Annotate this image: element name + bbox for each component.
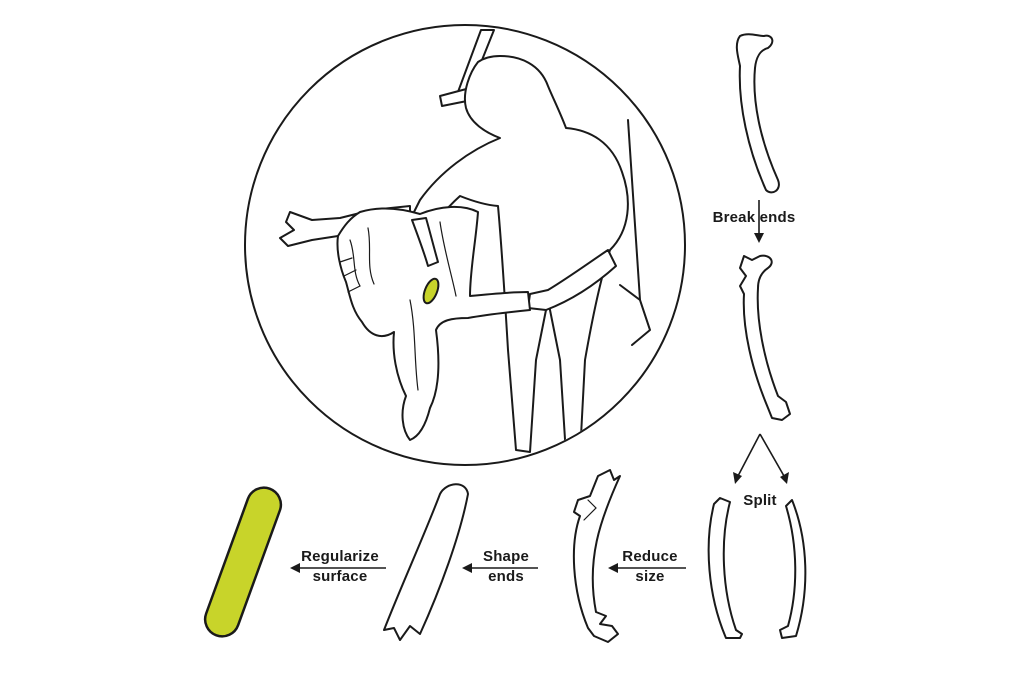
person-arm-left — [411, 217, 439, 267]
reduce-size-arrow — [608, 563, 686, 573]
hide-texture — [349, 239, 361, 287]
hide-texture — [367, 227, 375, 285]
bone-tool-in-use — [422, 277, 440, 305]
regularize-surface-arrow — [290, 563, 386, 573]
label-reduce-size-text: Reduce size — [622, 548, 678, 585]
person-silhouette — [403, 55, 629, 456]
finished-bone-tool — [203, 486, 283, 638]
hide-texture — [439, 221, 457, 297]
split-bone-left — [707, 497, 743, 639]
label-break-ends-text: Break ends — [712, 209, 796, 226]
label-break-ends: Break ends — [700, 208, 808, 228]
label-regularize-surface-text: Regularize surface — [301, 548, 379, 585]
hide-texture — [409, 299, 419, 391]
fracture-line — [583, 499, 597, 521]
label-reduce-size: Reduce size — [612, 547, 688, 587]
break-ends-arrow — [754, 200, 764, 243]
label-regularize-surface: Regularize surface — [290, 547, 390, 587]
label-shape-ends-text: Shape ends — [482, 548, 529, 585]
split-bone-right — [779, 499, 807, 639]
label-split: Split — [732, 491, 788, 511]
shape-ends-arrow — [462, 563, 538, 573]
reduced-bone-fragment — [572, 469, 621, 643]
label-split-text: Split — [743, 492, 777, 509]
split-arrows — [733, 433, 789, 484]
butchering-scene — [244, 24, 686, 466]
label-shape-ends: Shape ends — [470, 547, 542, 587]
background-stand-base — [631, 299, 651, 346]
carcass-hide — [336, 206, 531, 441]
whole-bone — [735, 33, 780, 194]
fur-texture — [339, 257, 361, 293]
person-arm-right — [527, 249, 617, 311]
shaped-bone-blank — [383, 483, 469, 641]
bone-broken-ends — [739, 254, 791, 421]
